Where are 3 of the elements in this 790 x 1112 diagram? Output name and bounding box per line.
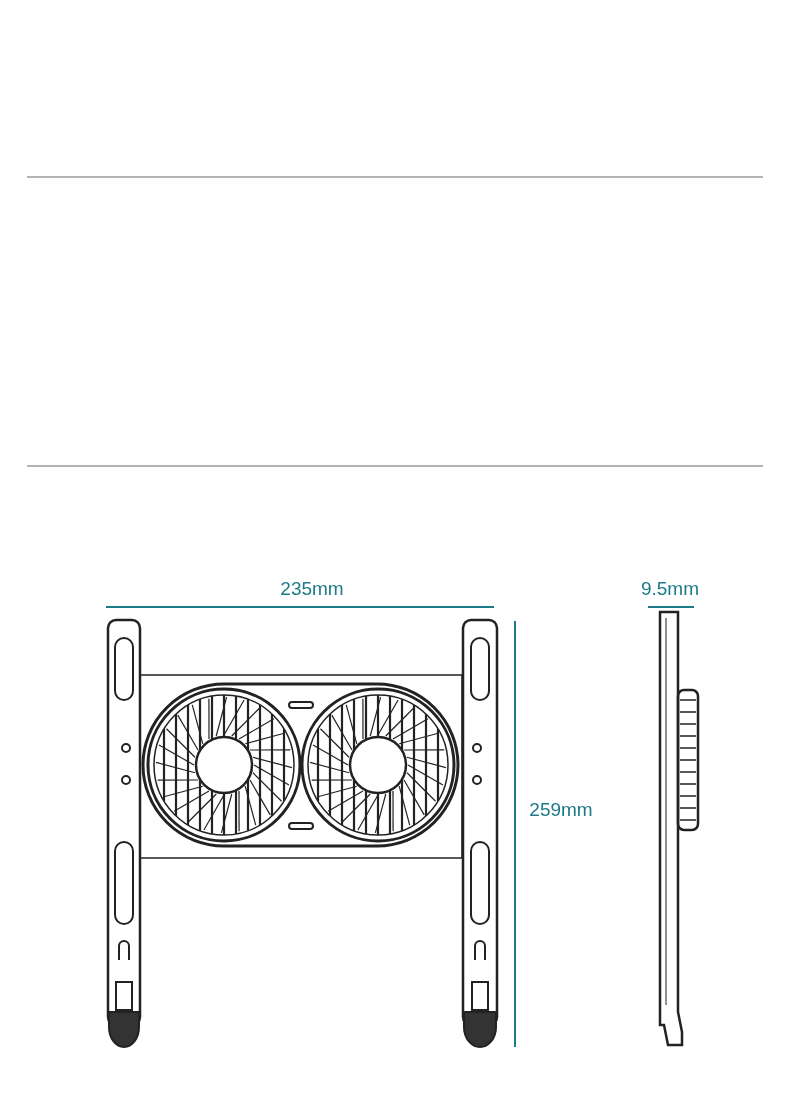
dimension-label: 259mm <box>529 799 593 821</box>
dimension-label: 235mm <box>280 578 344 600</box>
dimension-label: 9.5mm <box>640 578 700 600</box>
